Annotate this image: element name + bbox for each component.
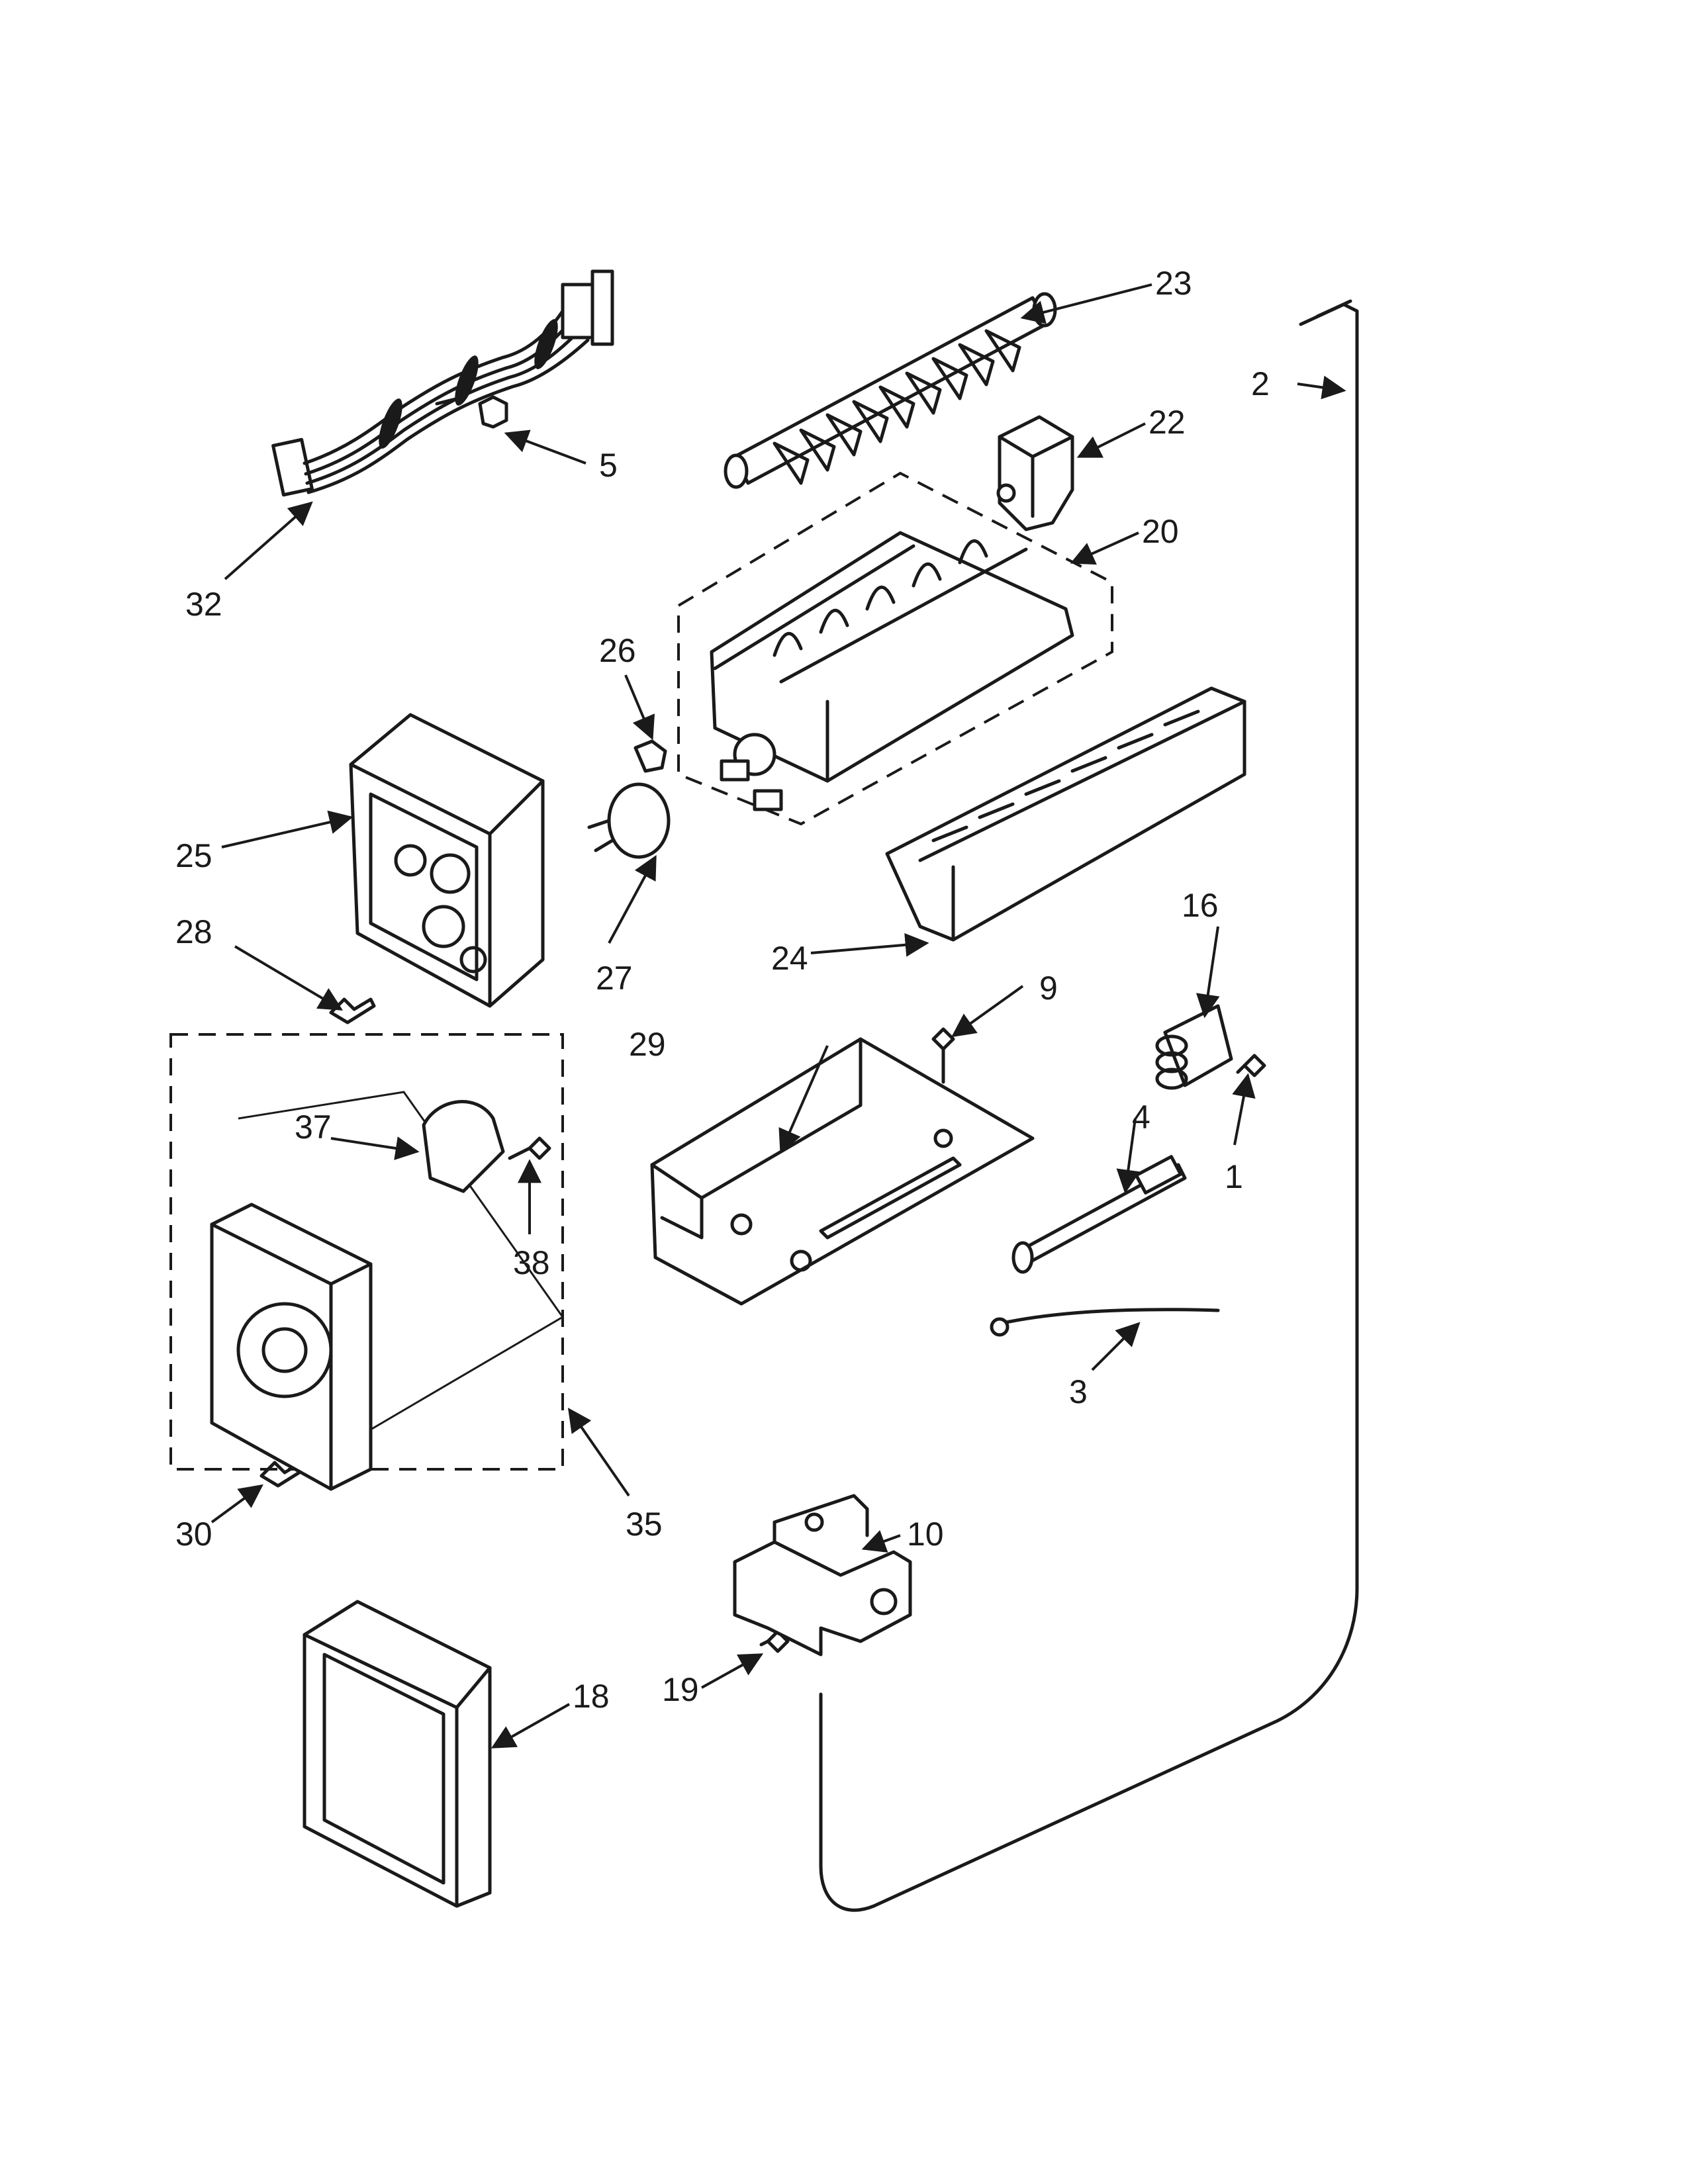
callout-leaders: [211, 283, 1346, 1749]
part-5-clip: [478, 395, 508, 429]
callout-26: 26: [599, 632, 636, 669]
callout-27: 27: [596, 960, 633, 997]
part-29-mounting-plate: [650, 1037, 1035, 1306]
part-26-clip: [633, 739, 667, 773]
callout-32: 32: [185, 586, 222, 623]
callout-25: 25: [175, 837, 212, 874]
callout-37: 37: [295, 1109, 332, 1146]
callout-4: 4: [1132, 1099, 1150, 1136]
part-27-motor-link: [587, 782, 671, 859]
part-35-module: [169, 1033, 565, 1491]
callout-2: 2: [1251, 365, 1270, 402]
callout-24: 24: [771, 940, 808, 977]
callout-16: 16: [1182, 887, 1219, 924]
part-25-housing: [349, 713, 545, 1008]
callout-28: 28: [175, 913, 212, 950]
callout-23: 23: [1155, 265, 1192, 302]
part-16-clamp: [1155, 1004, 1233, 1090]
callout-10: 10: [907, 1516, 944, 1553]
callout-38: 38: [513, 1244, 550, 1281]
part-2-water-line: [819, 299, 1359, 1912]
callout-19: 19: [662, 1671, 699, 1708]
part-18-pad: [303, 1600, 492, 1908]
part-24-cover: [885, 686, 1246, 942]
callout-labels: 23 22 20 2 5 32 26 27 25 28 24 29 9 16 4…: [175, 265, 1270, 1715]
callout-35: 35: [626, 1506, 663, 1543]
part-1-screw: [1236, 1054, 1266, 1077]
callout-30: 30: [175, 1516, 212, 1553]
part-4-fill-tube: [1011, 1155, 1187, 1274]
callout-18: 18: [573, 1678, 610, 1715]
part-10-water-valve: [733, 1494, 912, 1657]
part-28-screw: [329, 997, 376, 1024]
part-9-screw: [931, 1027, 955, 1084]
part-3-tube: [990, 1308, 1220, 1337]
callout-9: 9: [1039, 970, 1058, 1007]
part-20-mold: [677, 471, 1113, 826]
callout-5: 5: [599, 447, 618, 484]
part-32-wire-harness: [271, 269, 614, 497]
callout-22: 22: [1149, 404, 1186, 441]
callout-1: 1: [1225, 1158, 1243, 1195]
callout-20: 20: [1142, 513, 1179, 550]
part-22-fill-cup: [996, 415, 1074, 531]
callout-29: 29: [629, 1026, 666, 1063]
part-38-screw: [508, 1136, 551, 1160]
callout-3: 3: [1069, 1373, 1088, 1410]
